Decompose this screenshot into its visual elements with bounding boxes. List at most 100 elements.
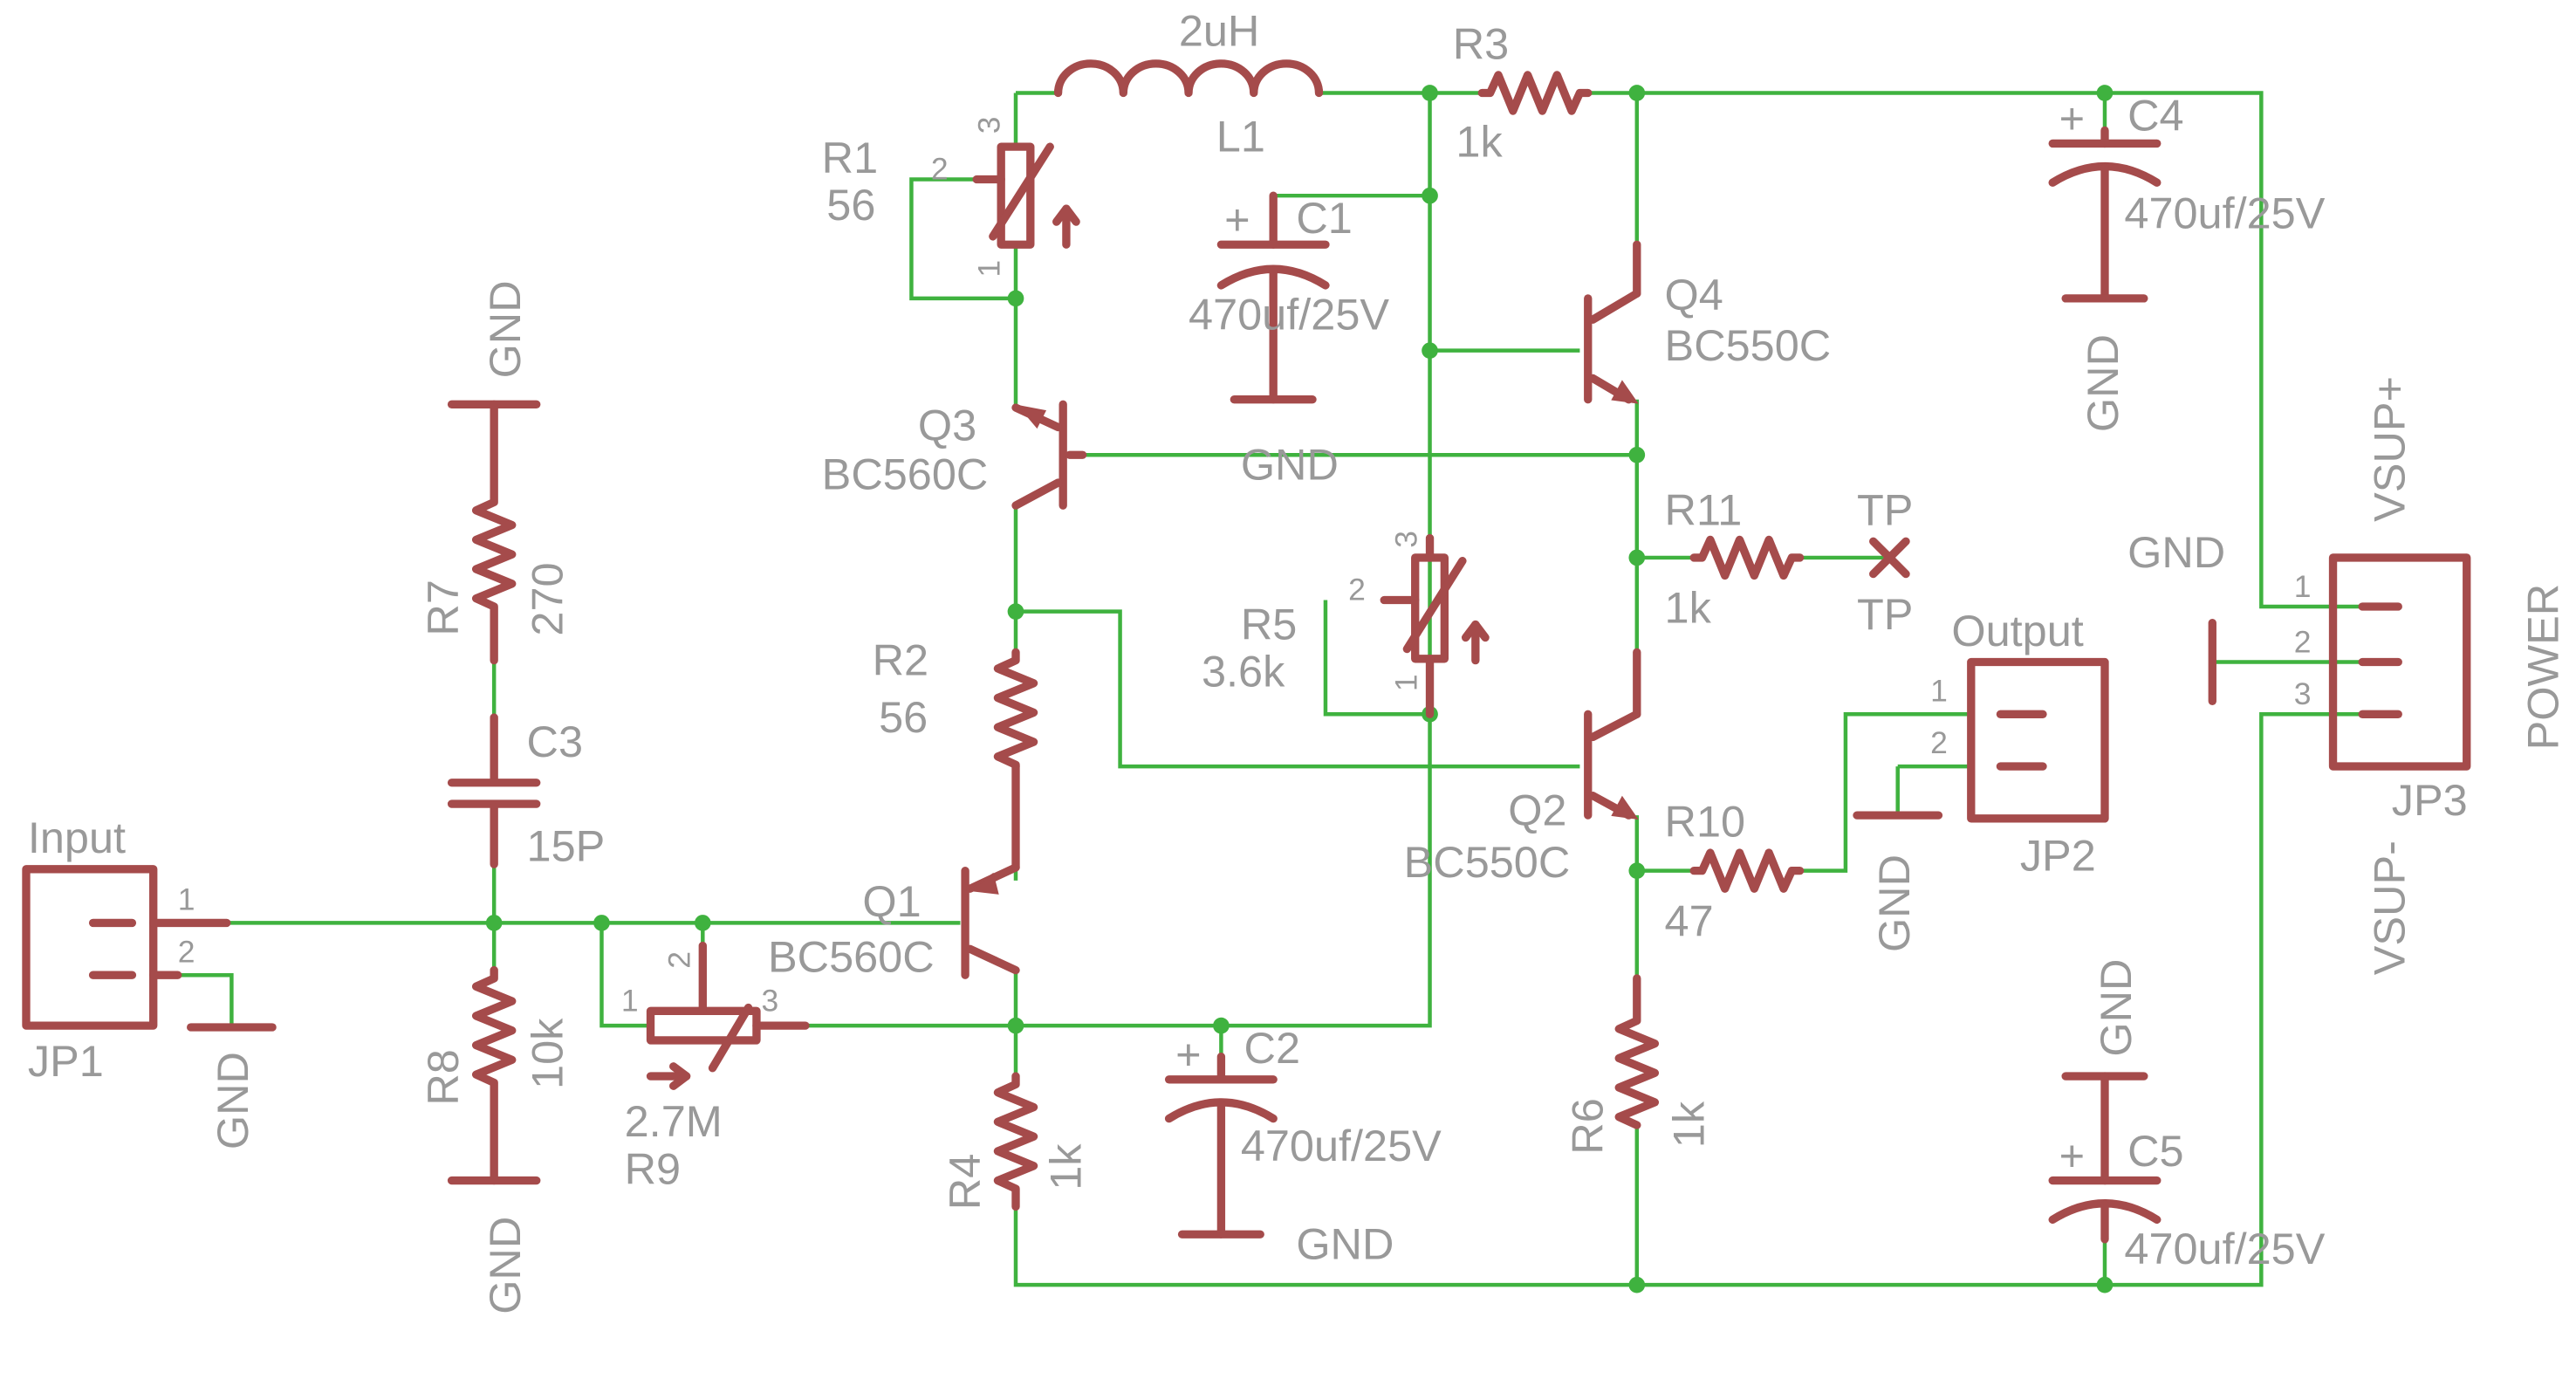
jp2-pin-2: 2: [1930, 725, 1948, 760]
gnd-label-jp1: GND: [208, 1052, 257, 1149]
r8-name: R8: [418, 1049, 468, 1105]
r5-pin-2: 2: [1348, 573, 1366, 607]
r11-value: 1k: [1665, 583, 1712, 633]
gnd-label-c4: GND: [2078, 334, 2127, 432]
c2-name: C2: [1244, 1023, 1300, 1073]
r9-trimpot: 1 2 3 2.7M R9: [621, 941, 810, 1193]
r5-value: 3.6k: [1202, 647, 1285, 696]
r1-pin-3: 3: [971, 116, 1006, 134]
jp2-name: JP2: [2020, 831, 2096, 881]
gnd-symbol-jp3: GND: [2127, 527, 2225, 706]
gnd-symbol-jp2: GND: [1853, 811, 1943, 952]
gnd-label-r7: GND: [480, 280, 530, 378]
r4-name: R4: [940, 1154, 990, 1210]
jp1-name: JP1: [28, 1036, 104, 1086]
jp3-pin-1: 1: [2294, 569, 2312, 604]
q2-name: Q2: [1508, 785, 1566, 834]
r11-resistor: R11 1k: [1665, 485, 1805, 633]
q3-transistor: Q3 BC560C: [822, 400, 1087, 510]
r9-value: 2.7M: [625, 1096, 723, 1146]
r6-resistor: R6 1k: [1563, 974, 1713, 1155]
gnd-label-c5: GND: [2091, 959, 2141, 1057]
c5-name: C5: [2127, 1126, 2183, 1176]
r8-resistor: R8 10k GND: [418, 965, 572, 1314]
jp2-connector: Output JP2 1 2: [1930, 606, 2109, 881]
gnd-label-r8: GND: [480, 1217, 530, 1314]
jp1-label: Input: [28, 813, 126, 862]
c5-value: 470uf/25V: [2124, 1224, 2325, 1273]
c3-name: C3: [527, 717, 583, 766]
c2-capacitor: + C2 470uf/25V GND: [1164, 1023, 1442, 1268]
c1-polarity: +: [1224, 195, 1250, 244]
r11-name: R11: [1665, 485, 1743, 535]
r4-resistor: R4 1k: [940, 1072, 1091, 1211]
r10-resistor: R10 47: [1665, 796, 1805, 945]
c1-value: 470uf/25V: [1189, 289, 1389, 339]
r10-name: R10: [1665, 796, 1746, 846]
q1-transistor: Q1 BC560C: [768, 762, 1020, 981]
r2-name: R2: [873, 635, 928, 684]
l1-name: L1: [1216, 112, 1265, 161]
r8-value: 10k: [523, 1018, 572, 1089]
r7-value: 270: [523, 562, 572, 635]
r2-resistor: R2 56: [873, 635, 1038, 771]
tp-label-bottom: TP: [1857, 589, 1913, 639]
c1-name: C1: [1296, 193, 1352, 243]
r3-name: R3: [1453, 18, 1509, 68]
r6-name: R6: [1563, 1098, 1613, 1154]
jp1-pin-2: 2: [178, 934, 195, 969]
r1-trimpot: 3 2 1 R1 56: [822, 116, 1080, 278]
jp3-connector: 1 2 3 POWER JP3 VSUP+ VSUP-: [2294, 376, 2568, 975]
tp-label-top: TP: [1857, 485, 1913, 535]
gnd-symbol-jp1: GND: [187, 1023, 277, 1149]
c3-capacitor: C3 15P: [447, 713, 606, 870]
c4-polarity: +: [2059, 93, 2085, 143]
r5-pin-1: 1: [1389, 674, 1424, 691]
q2-transistor: Q2 BC550C: [1404, 648, 1641, 887]
jp1-connector: Input JP1 1 2: [22, 813, 231, 1086]
r1-name: R1: [822, 133, 878, 182]
r3-resistor: R3 1k: [1453, 18, 1593, 166]
q4-name: Q4: [1665, 270, 1723, 319]
q4-transistor: Q4 BC550C: [1584, 240, 1832, 404]
q3-value: BC560C: [822, 449, 989, 498]
l1-value: 2uH: [1179, 5, 1260, 55]
vsup-minus-label: VSUP-: [2365, 841, 2415, 975]
c5-polarity: +: [2059, 1130, 2085, 1180]
c4-name: C4: [2127, 90, 2183, 140]
q2-value: BC550C: [1404, 837, 1571, 887]
r7-name: R7: [418, 580, 468, 635]
jp2-pin-1: 1: [1930, 673, 1948, 708]
c3-value: 15P: [527, 820, 606, 870]
test-point: TP TP: [1857, 485, 1913, 640]
c4-capacitor: + C4 470uf/25V GND: [2048, 90, 2326, 432]
gnd-label-c1: GND: [1241, 439, 1339, 489]
jp1-pin-1: 1: [178, 882, 195, 916]
gnd-label-jp3: GND: [2127, 527, 2225, 577]
r9-pin-2: 2: [661, 951, 696, 969]
jp3-pin-3: 3: [2294, 676, 2312, 711]
c2-polarity: +: [1175, 1030, 1201, 1080]
l1-inductor: 2uH L1: [1053, 5, 1324, 161]
jp3-label: POWER: [2518, 584, 2567, 751]
r6-value: 1k: [1663, 1101, 1713, 1148]
c1-capacitor: + C1 470uf/25V: [1189, 191, 1389, 404]
r1-pin-1: 1: [971, 260, 1006, 278]
gnd-label-jp2: GND: [1869, 854, 1919, 952]
r9-pin-1: 1: [621, 983, 639, 1018]
q1-value: BC560C: [768, 931, 935, 981]
r5-pin-3: 3: [1389, 531, 1424, 548]
jp3-name: JP3: [2392, 775, 2468, 825]
vsup-plus-label: VSUP+: [2365, 376, 2415, 522]
junctions: [485, 85, 2114, 1293]
r5-name: R5: [1241, 599, 1297, 648]
q4-value: BC550C: [1665, 320, 1832, 370]
r1-pin-2: 2: [931, 152, 949, 187]
r4-value: 1k: [1041, 1143, 1091, 1190]
c4-value: 470uf/25V: [2124, 189, 2325, 238]
gnd-symbol-r7: GND: [480, 280, 530, 378]
jp2-label: Output: [1951, 606, 2083, 655]
c2-value: 470uf/25V: [1241, 1121, 1442, 1170]
r10-value: 47: [1665, 895, 1714, 945]
